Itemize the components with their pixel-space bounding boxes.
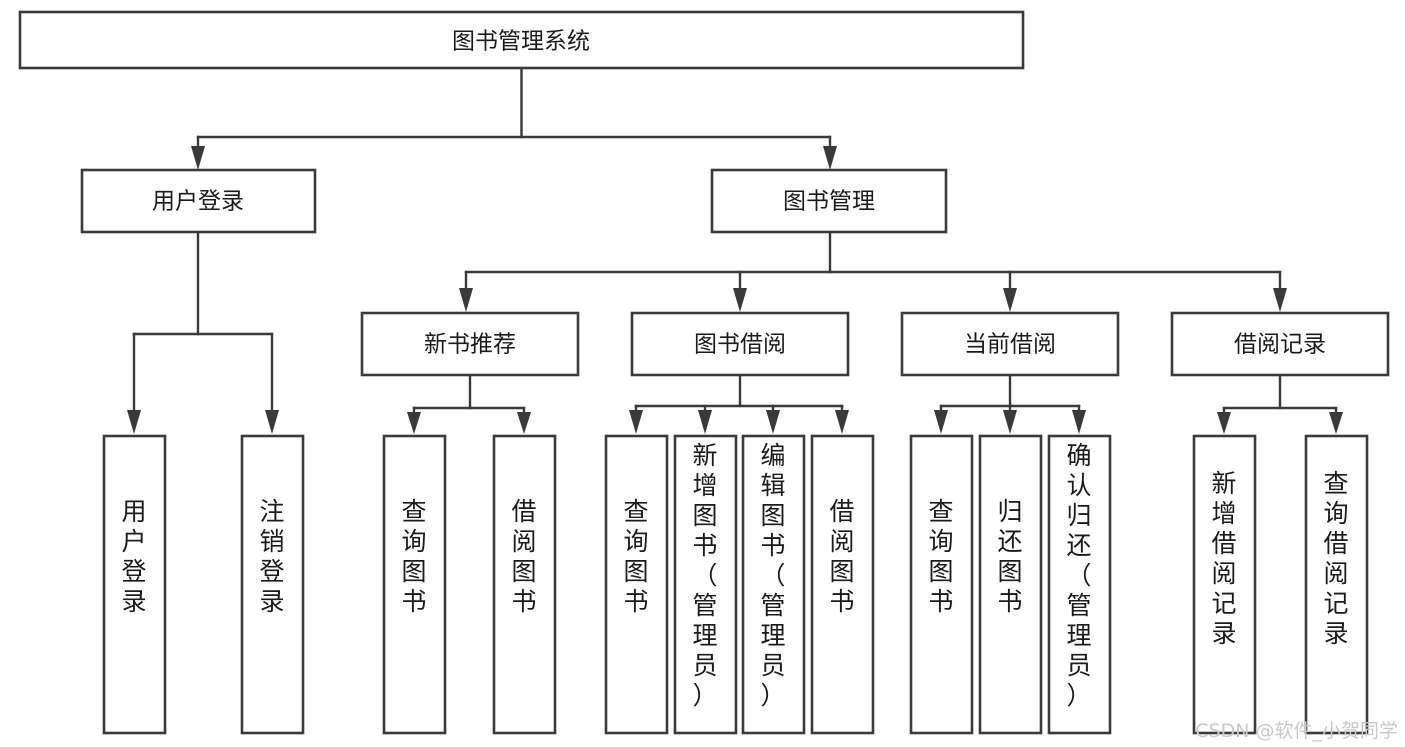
node-book-management[interactable]: 图书管理 xyxy=(710,168,948,234)
arrow-head-br-leaf-1 xyxy=(1217,412,1231,434)
leaf-box[interactable] xyxy=(810,434,875,735)
leaf-node[interactable]: 归还图书 xyxy=(978,434,1043,735)
node-new-book-recommend-label: 新书推荐 xyxy=(424,332,516,358)
leaf-node[interactable]: 查询借阅记录 xyxy=(1304,434,1369,735)
arrow-head-leaf-user-login xyxy=(127,410,141,434)
leaf-label: 查询借阅记录 xyxy=(1323,469,1348,648)
leaf-box[interactable] xyxy=(1047,434,1112,735)
arrow-head-cb-leaf-1 xyxy=(934,410,948,434)
arrow-head-nb-leaf-2 xyxy=(517,412,531,434)
connectors-user-login-to-leaves xyxy=(127,230,279,434)
connectors-book-manage-to-level2 xyxy=(459,230,1287,312)
arrow-head-cb-leaf-2 xyxy=(1003,410,1017,434)
arrow-head-bb-leaf-3 xyxy=(766,410,780,434)
connectors-current-borrow-to-leaves xyxy=(934,373,1086,434)
leaf-label: 新增借阅记录 xyxy=(1211,469,1236,648)
leaf-box[interactable] xyxy=(492,434,557,735)
leaf-label: 归还图书 xyxy=(997,497,1022,616)
arrow-head-bb-leaf-2 xyxy=(698,410,712,434)
node-user-login-box[interactable] xyxy=(80,168,317,234)
node-user-login-label: 用户登录 xyxy=(152,189,244,215)
node-new-book-recommend[interactable]: 新书推荐 xyxy=(360,311,580,377)
leaf-box[interactable] xyxy=(741,434,806,735)
node-borrow-record[interactable]: 借阅记录 xyxy=(1170,311,1390,377)
node-current-borrow-box[interactable] xyxy=(900,311,1120,377)
leaf-label: 查询图书 xyxy=(401,497,426,616)
node-borrow-record-box[interactable] xyxy=(1170,311,1390,377)
leaf-box[interactable] xyxy=(102,434,167,735)
connectors-book-borrow-to-leaves xyxy=(629,373,849,434)
leaf-box[interactable] xyxy=(382,434,447,735)
leaf-node[interactable]: 查询图书 xyxy=(604,434,669,735)
leaf-node[interactable]: 借阅图书 xyxy=(492,434,557,735)
leaf-box[interactable] xyxy=(909,434,974,735)
arrow-head-nb-leaf-1 xyxy=(407,412,421,434)
node-root-label: 图书管理系统 xyxy=(452,29,590,55)
leaf-label: 编辑图书（管理员） xyxy=(760,441,785,710)
leaf-box[interactable] xyxy=(604,434,669,735)
node-book-management-label: 图书管理 xyxy=(783,189,875,215)
node-current-borrow[interactable]: 当前借阅 xyxy=(900,311,1120,377)
leaf-box[interactable] xyxy=(978,434,1043,735)
arrow-head-borrow-record xyxy=(1273,288,1287,312)
leaf-label: 注销登录 xyxy=(259,497,284,616)
leaf-node[interactable]: 借阅图书 xyxy=(810,434,875,735)
leaf-label: 借阅图书 xyxy=(511,497,536,616)
node-root-book-management-system[interactable]: 图书管理系统 xyxy=(18,10,1025,70)
arrow-head-cb-leaf-3 xyxy=(1072,410,1086,434)
arrow-head-leaf-logout xyxy=(265,410,279,434)
node-current-borrow-label: 当前借阅 xyxy=(964,332,1056,358)
arrow-head-book-borrow xyxy=(733,288,747,312)
leaf-node[interactable]: 注销登录 xyxy=(240,434,305,735)
leaf-label: 查询图书 xyxy=(623,497,648,616)
node-book-borrow-label: 图书借阅 xyxy=(694,332,786,358)
arrow-head-user-login xyxy=(191,146,205,170)
arrow-head-bb-leaf-1 xyxy=(629,410,643,434)
leaf-label: 用户登录 xyxy=(121,497,146,616)
connectors-borrow-record-to-leaves xyxy=(1217,373,1343,434)
arrow-head-current-borrow xyxy=(1003,288,1017,312)
leaf-box[interactable] xyxy=(1192,434,1257,735)
node-user-login[interactable]: 用户登录 xyxy=(80,168,317,234)
leaf-node[interactable]: 确认归还（管理员） xyxy=(1047,434,1112,735)
connectors-root-to-level1 xyxy=(191,66,837,170)
leaf-box[interactable] xyxy=(240,434,305,735)
node-book-borrow-box[interactable] xyxy=(630,311,850,377)
arrow-head-new-book xyxy=(459,288,473,312)
leaf-label: 借阅图书 xyxy=(829,497,854,616)
node-root-box[interactable] xyxy=(18,10,1025,70)
leaf-node[interactable]: 新增借阅记录 xyxy=(1192,434,1257,735)
leaf-box[interactable] xyxy=(673,434,738,735)
arrow-head-br-leaf-2 xyxy=(1329,412,1343,434)
connectors-new-book-to-leaves xyxy=(407,373,531,434)
node-borrow-record-label: 借阅记录 xyxy=(1234,332,1326,358)
leaf-box[interactable] xyxy=(1304,434,1369,735)
leaf-node[interactable]: 用户登录 xyxy=(102,434,167,735)
leaf-label: 新增图书（管理员） xyxy=(692,441,717,710)
leaf-label: 查询图书 xyxy=(928,497,953,616)
leaf-node[interactable]: 编辑图书（管理员） xyxy=(741,434,806,735)
arrow-head-book-manage xyxy=(823,146,837,170)
leaf-label: 确认归还（管理员） xyxy=(1066,441,1091,710)
leaf-node[interactable]: 查询图书 xyxy=(909,434,974,735)
arrow-head-bb-leaf-4 xyxy=(835,410,849,434)
leaf-node[interactable]: 查询图书 xyxy=(382,434,447,735)
csdn-watermark: CSDN @软件_小贺同学 xyxy=(1195,720,1398,742)
leaf-node[interactable]: 新增图书（管理员） xyxy=(673,434,738,735)
node-book-management-box[interactable] xyxy=(710,168,948,234)
node-book-borrow[interactable]: 图书借阅 xyxy=(630,311,850,377)
node-new-book-recommend-box[interactable] xyxy=(360,311,580,377)
